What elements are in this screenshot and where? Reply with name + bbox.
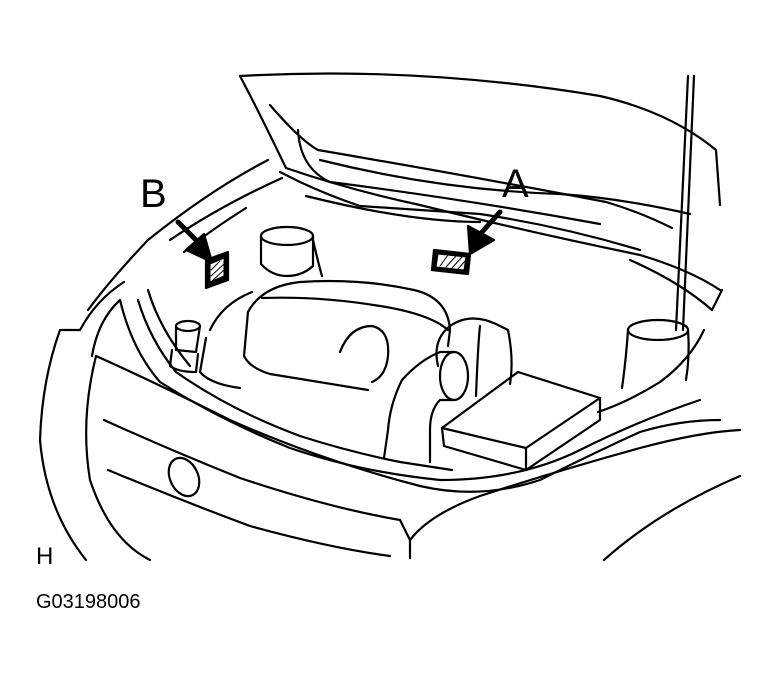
battery-box [440, 370, 602, 472]
view-marker: H [36, 543, 54, 570]
fender-and-cowl [86, 158, 724, 414]
hood-support-rod [674, 74, 696, 332]
component-a-box [430, 248, 472, 276]
engine-cover [198, 279, 452, 392]
front-bumper [38, 280, 742, 562]
strut-tower-right [620, 318, 690, 390]
callout-label-a: A [502, 162, 529, 206]
arrow-a-icon [466, 209, 503, 256]
callout-label-b: B [140, 172, 167, 216]
arrow-b-icon [175, 219, 214, 264]
air-intake-duct [382, 317, 513, 464]
radiator-support [118, 288, 702, 482]
figure-code: G03198006 [36, 591, 141, 613]
hood [238, 72, 722, 257]
strut-tower-left [259, 225, 324, 278]
